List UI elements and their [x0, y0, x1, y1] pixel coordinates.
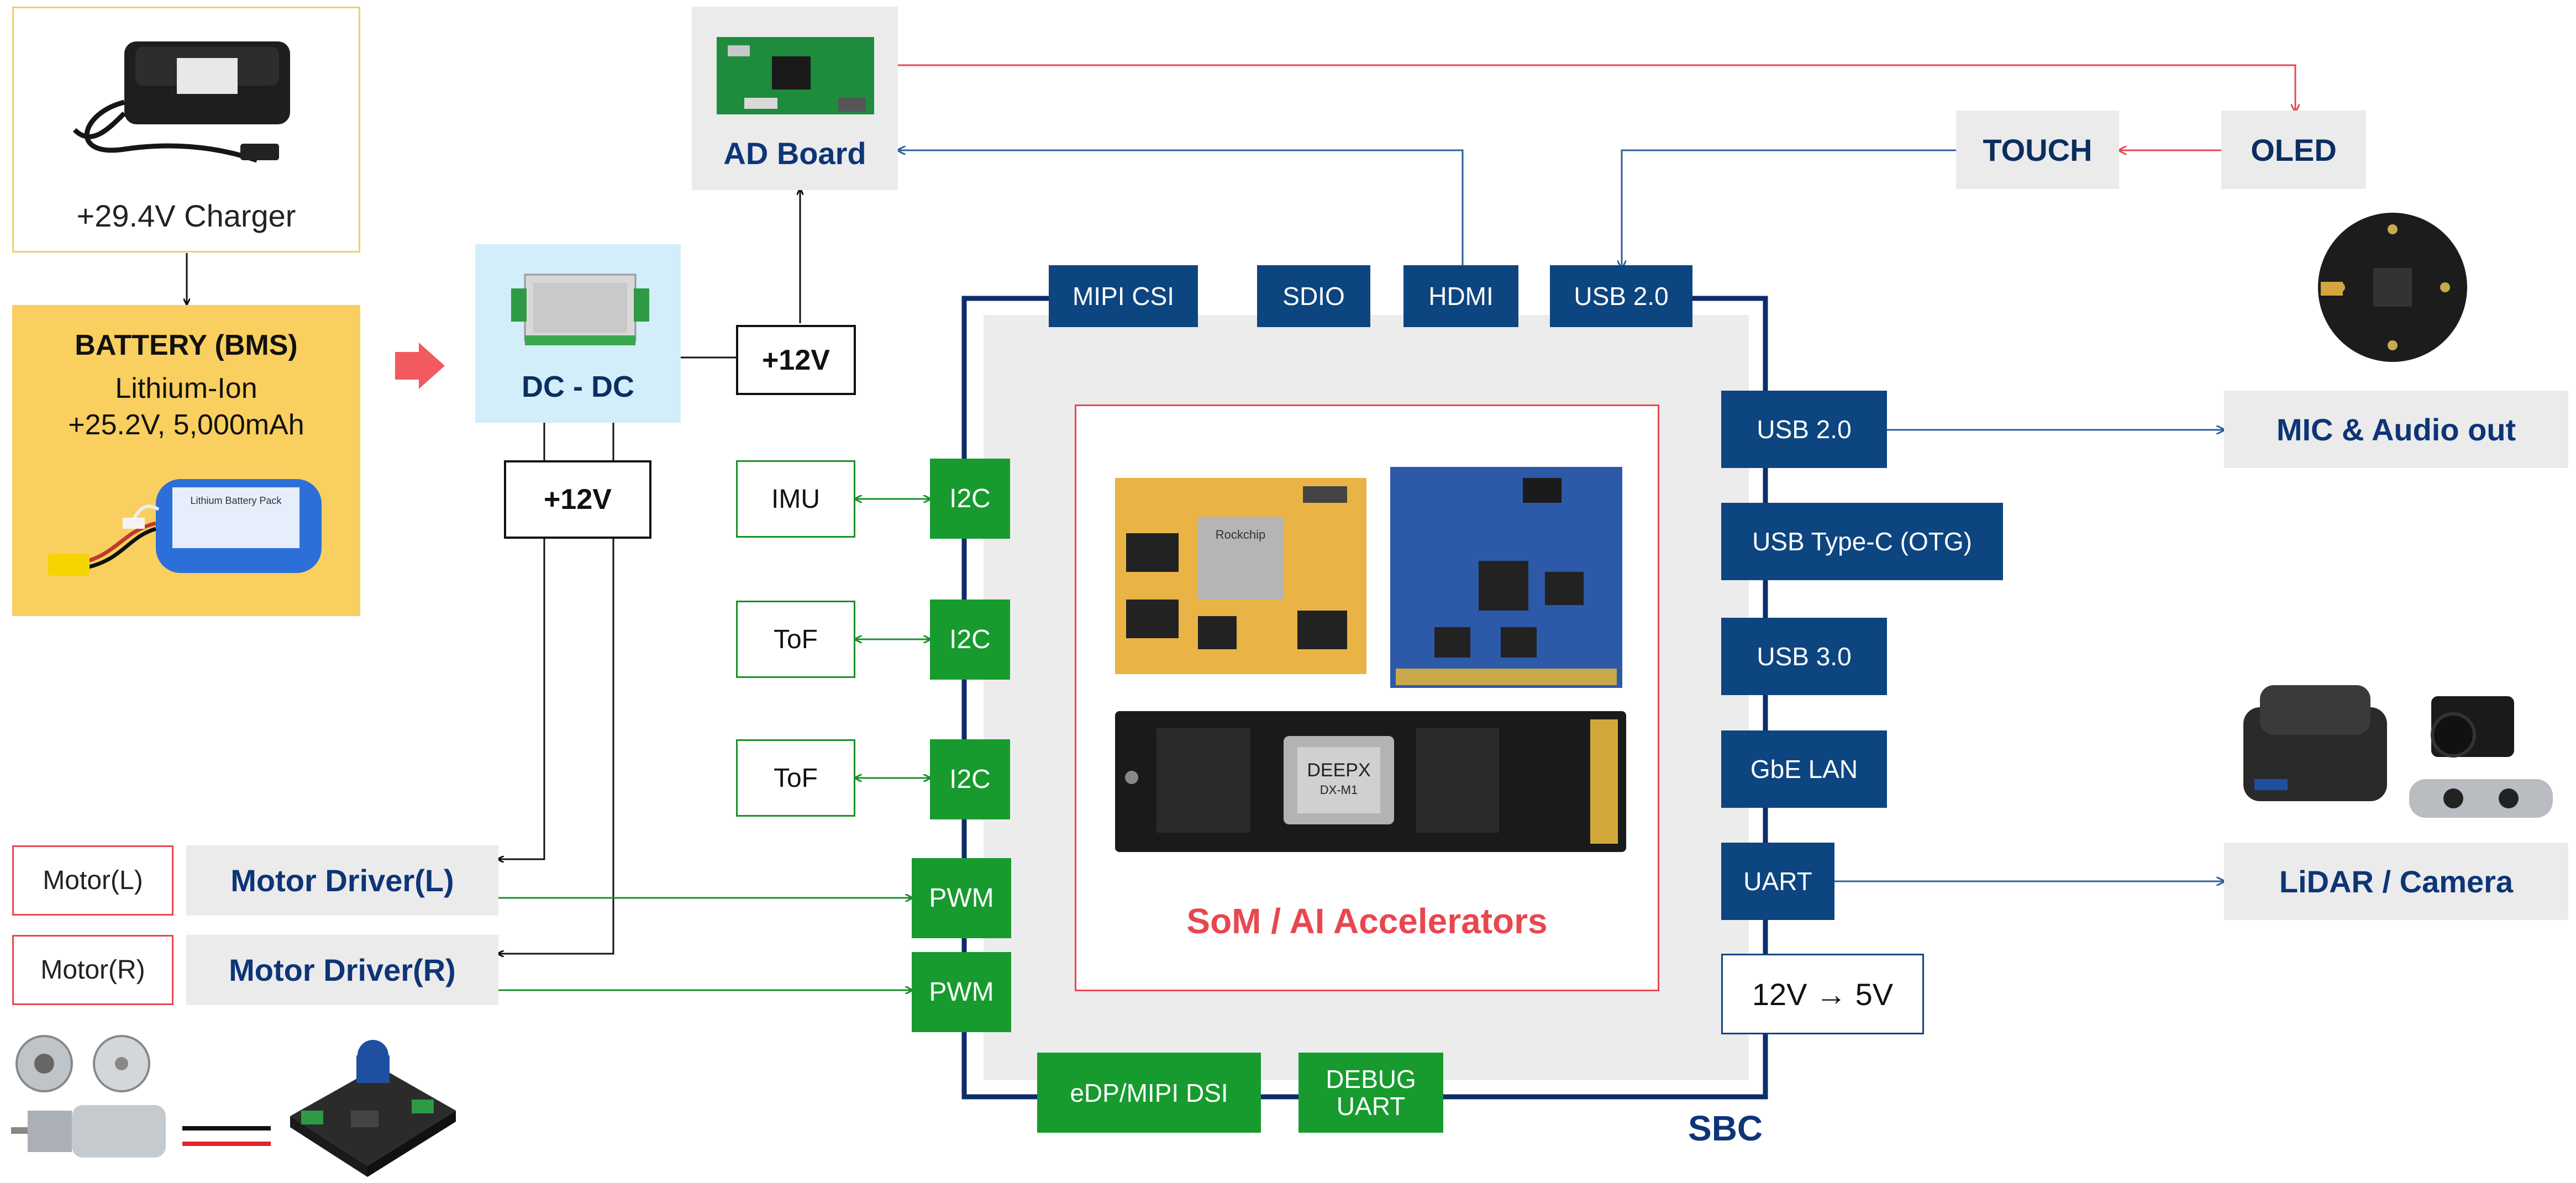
lidar-camera-label: LiDAR / Camera [2279, 864, 2514, 899]
lidar-camera-image [2243, 685, 2553, 818]
port-gbe-lan-label: GbE LAN [1750, 755, 1858, 784]
port-edp-mipi-dsi: eDP/MIPI DSI [1037, 1053, 1261, 1133]
port-sdio: SDIO [1257, 265, 1370, 327]
port-usb2-right: USB 2.0 [1721, 391, 1887, 468]
port-usb-typec-label: USB Type-C (OTG) [1752, 527, 1972, 556]
v12-top-box: +12V [736, 325, 856, 395]
imu-label: IMU [771, 484, 820, 514]
port-usb2-top: USB 2.0 [1550, 265, 1692, 327]
tof-box-2: ToF [736, 739, 855, 817]
oled-label: OLED [2251, 132, 2337, 167]
port-uart: UART [1721, 843, 1834, 920]
motor-left-label: Motor(L) [43, 866, 143, 895]
motor-left-box: Motor(L) [12, 845, 174, 916]
wire-adboard-oled [898, 64, 2295, 112]
i2c-label-3: I2C [949, 765, 991, 794]
tof-label-2: ToF [773, 763, 818, 793]
pwm-label-1: PWM [929, 884, 994, 913]
battery-pack-image: Lithium Battery Pack [48, 479, 322, 576]
dcdc-label: DC - DC [522, 370, 634, 403]
port-sdio-label: SDIO [1282, 282, 1345, 311]
wire-12v-driver-l [498, 539, 545, 859]
converter-box: 12V → 5V [1721, 954, 1924, 1034]
som-module-2-image [1390, 467, 1622, 688]
pwm-port-1: PWM [912, 858, 1011, 938]
battery-title: BATTERY (BMS) [75, 329, 298, 361]
motor-right-label: Motor(R) [40, 955, 145, 985]
mic-audio-label: MIC & Audio out [2276, 412, 2516, 447]
motor-driver-right-label: Motor Driver(R) [229, 953, 456, 987]
battery-spec: +25.2V, 5,000mAh [68, 409, 304, 441]
port-hdmi: HDMI [1403, 265, 1518, 327]
som-module-1-image: Rockchip [1115, 478, 1366, 674]
mic-board-image [2318, 213, 2467, 362]
port-uart-label: UART [1743, 867, 1812, 896]
port-debug-label: DEBUG UART [1326, 1065, 1416, 1121]
port-hdmi-label: HDMI [1428, 282, 1494, 311]
wire-12v-driver-r [498, 539, 614, 954]
charger-box: +29.4V Charger [12, 7, 360, 253]
touch-box: TOUCH [1956, 111, 2119, 189]
i2c-label-2: I2C [949, 625, 991, 654]
motor-driver-left-label: Motor Driver(L) [230, 863, 454, 898]
som-label: SoM / AI Accelerators [1186, 901, 1548, 941]
dcdc-image [511, 274, 649, 345]
lidar-camera-box: LiDAR / Camera [2224, 843, 2568, 920]
charger-image [72, 41, 290, 163]
charger-label: +29.4V Charger [76, 198, 296, 233]
port-debug-uart: DEBUG UART [1298, 1053, 1443, 1133]
battery-box: BATTERY (BMS) Lithium-Ion +25.2V, 5,000m… [12, 305, 360, 616]
imu-box: IMU [736, 460, 855, 538]
motor-driver-left-box: Motor Driver(L) [186, 845, 498, 916]
converter-label: 12V → 5V [1752, 976, 1894, 1012]
motor-driver-right-box: Motor Driver(R) [186, 935, 498, 1005]
mic-audio-box: MIC & Audio out [2224, 391, 2568, 468]
wire-touch-usb [1622, 149, 1956, 268]
i2c-port-1: I2C [930, 459, 1010, 539]
wire-hdmi-adboard [898, 150, 1464, 265]
battery-chemistry: Lithium-Ion [115, 372, 257, 404]
port-usb3-label: USB 3.0 [1757, 642, 1852, 671]
port-usb3: USB 3.0 [1721, 618, 1887, 695]
port-mipi-csi: MIPI CSI [1049, 265, 1198, 327]
arrow-battery-dcdc [395, 343, 445, 389]
ai-accelerator-image: DEEPX DX-M1 [1115, 711, 1626, 852]
port-mipi-csi-label: MIPI CSI [1072, 282, 1175, 311]
v12-mid-box: +12V [504, 460, 651, 539]
tof-box-1: ToF [736, 601, 855, 678]
pwm-label-2: PWM [929, 977, 994, 1007]
sbc-label: SBC [1688, 1108, 1763, 1148]
i2c-port-3: I2C [930, 739, 1010, 819]
port-edp-label: eDP/MIPI DSI [1070, 1078, 1228, 1107]
oled-box: OLED [2221, 111, 2366, 189]
motor-right-box: Motor(R) [12, 935, 174, 1005]
v12-top-label: +12V [762, 344, 830, 376]
accel-brand: DEEPX [1307, 760, 1370, 781]
port-usb-typec: USB Type-C (OTG) [1721, 503, 2003, 580]
ad-board-image [717, 37, 874, 114]
pwm-port-2: PWM [912, 952, 1011, 1032]
som-chip-brand: Rockchip [1216, 528, 1265, 541]
port-usb2-top-label: USB 2.0 [1574, 282, 1669, 311]
accel-model: DX-M1 [1320, 783, 1358, 797]
v12-mid-label: +12V [544, 483, 612, 516]
i2c-label-1: I2C [949, 484, 991, 513]
tof-label-1: ToF [773, 624, 818, 654]
i2c-port-2: I2C [930, 600, 1010, 680]
som-panel: Rockchip DEEPX DX-M1 SoM / AI Accelerato… [1075, 404, 1659, 991]
touch-label: TOUCH [1983, 132, 2093, 167]
dcdc-box: DC - DC [475, 244, 681, 423]
port-usb2-right-label: USB 2.0 [1757, 415, 1852, 444]
motor-images [11, 1035, 166, 1158]
port-gbe-lan: GbE LAN [1721, 730, 1887, 808]
battery-pack-text: Lithium Battery Pack [190, 495, 282, 506]
motor-driver-board-image [290, 1040, 456, 1177]
ad-board-box: AD Board [692, 7, 898, 190]
ad-board-label: AD Board [723, 135, 866, 171]
